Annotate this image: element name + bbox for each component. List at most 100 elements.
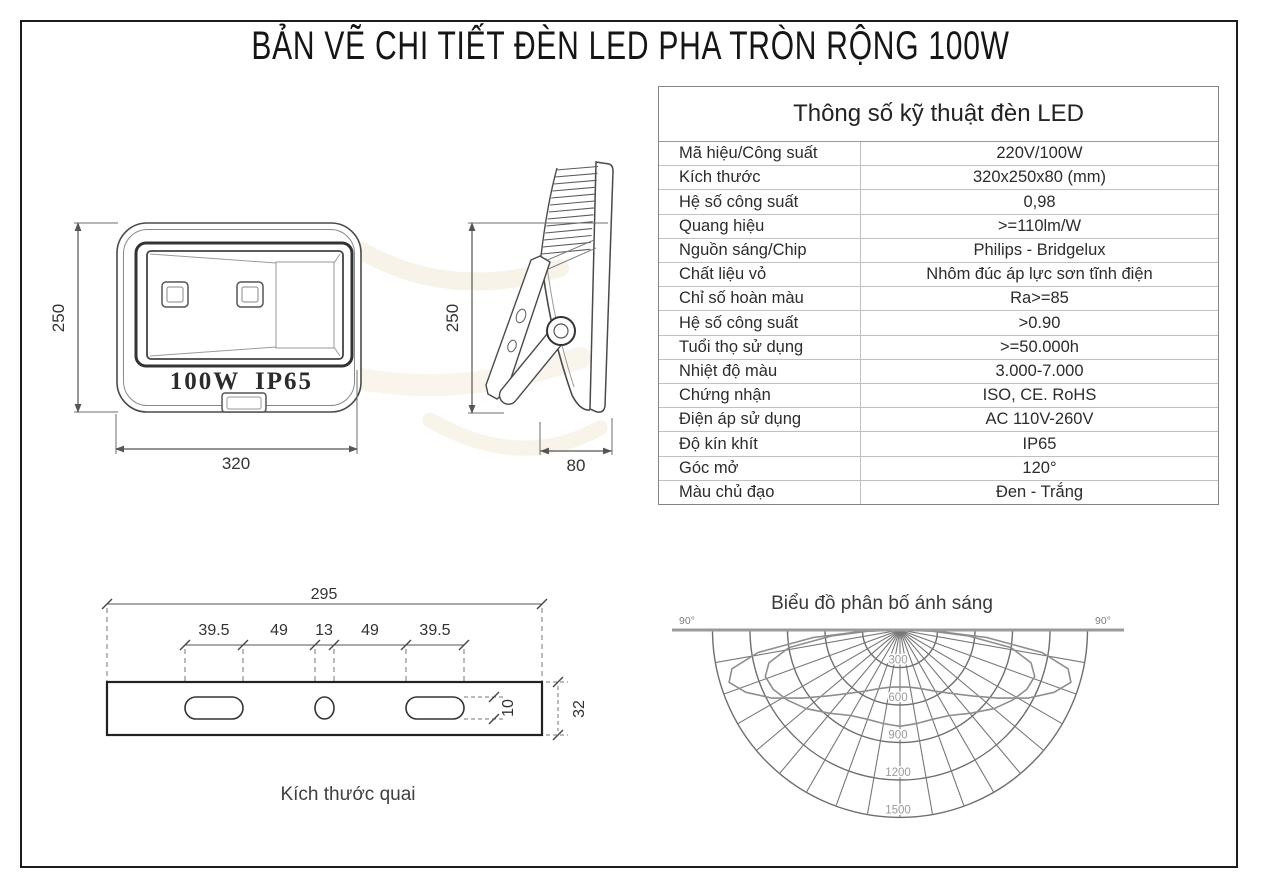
spec-row: Màu chủ đạo Đen - Trắng <box>659 480 1218 505</box>
polar-radial <box>715 629 901 664</box>
arrow-left <box>115 445 124 453</box>
polar-radial <box>899 629 1044 751</box>
page-title: BẢN VẼ CHI TIẾT ĐÈN LED PHA TRÒN RỘNG 10… <box>251 24 1011 68</box>
pivot-knob <box>546 316 576 346</box>
spec-label: Kích thước <box>679 168 761 187</box>
spec-value: >0.90 <box>860 311 1218 335</box>
side-depth-dimension <box>539 418 613 455</box>
polar-grid-and-curves <box>711 629 1089 819</box>
fin-edge <box>540 167 558 257</box>
polar-radial <box>899 629 1085 664</box>
spec-row: Tuổi thọ sử dụng>=50.000h <box>659 335 1218 360</box>
front-bottom-tab <box>221 392 267 413</box>
spec-value: AC 110V-260V <box>860 408 1218 432</box>
polar-chart-title: Biểu đồ phân bố ánh sáng <box>771 593 993 614</box>
arrow-right <box>603 447 612 455</box>
polar-radial <box>899 629 1063 725</box>
spec-row: Kích thước 320x250x80 (mm) <box>659 166 1218 191</box>
spec-row: Hệ số công suất >0.90 <box>659 311 1218 336</box>
spec-label: Điện áp sử dụng <box>679 410 802 429</box>
spec-value: 0,98 <box>860 190 1218 214</box>
segment-dim-label: 49 <box>270 622 288 639</box>
arrow-right <box>349 445 358 453</box>
polar-radial <box>899 629 1077 695</box>
side-view-drawing: 250 80 <box>443 161 614 475</box>
front-view-drawing: 100W IP65 250 320 <box>49 222 362 473</box>
ip-marking: IP65 <box>255 368 313 395</box>
bar-dim-dashed <box>546 681 568 736</box>
arrow-up <box>468 222 476 231</box>
spec-label: Hệ số công suất <box>679 313 799 332</box>
led-chip-left <box>161 281 189 308</box>
polar-radial <box>805 629 901 793</box>
bracket-drawing: 295 39.5 49 13 49 39.5 10 32 Kích thước <box>101 586 588 805</box>
spec-table-body: Mã hiệu/Công suất 220V/100W Kích thước 320x… <box>659 142 1218 505</box>
slot-left <box>184 696 244 720</box>
spec-value: 220V/100W <box>860 142 1218 166</box>
ring-label: 600 <box>888 692 907 704</box>
spec-label: Hệ số công suất <box>679 192 799 211</box>
spec-value: Nhôm đúc áp lực sơn tĩnh điện <box>860 263 1218 287</box>
spec-row: Chứng nhận ISO, CE. RoHS <box>659 384 1218 409</box>
spec-row: Điện áp sử dụng AC 110V-260V <box>659 408 1218 433</box>
polar-radial <box>899 629 934 815</box>
side-back-plate <box>589 161 614 413</box>
polar-radial <box>899 629 995 793</box>
power-marking: 100W <box>170 368 241 395</box>
polar-radial <box>756 629 901 751</box>
front-height-dimension <box>74 222 118 413</box>
spec-label: Độ kín khít <box>679 434 758 453</box>
polar-radial <box>899 629 1021 774</box>
spec-row: Độ kín khít IP65 <box>659 432 1218 457</box>
ring-label: 1200 <box>885 767 911 779</box>
side-height-dimension <box>468 222 608 414</box>
front-width-label: 320 <box>222 454 250 473</box>
spec-label: Mã hiệu/Công suất <box>679 144 818 163</box>
arrow-left <box>540 447 549 455</box>
spec-value: 120° <box>860 456 1218 480</box>
ring-label: 300 <box>888 655 907 667</box>
side-grooves <box>542 239 597 271</box>
light-distribution-chart: Biểu đồ phân bố ánh sáng 90° 90° 3006009… <box>672 593 1124 819</box>
polar-radial <box>866 629 901 815</box>
spec-label: Nguồn sáng/Chip <box>679 240 807 259</box>
spec-row: Mã hiệu/Công suất 220V/100W <box>659 142 1218 167</box>
spec-row: Quang hiệu>=110lm/W <box>659 214 1218 239</box>
spec-label: Chứng nhận <box>679 386 771 405</box>
dim-ticks <box>101 598 548 610</box>
spec-value: ISO, CE. RoHS <box>860 384 1218 408</box>
slot-right <box>405 696 465 720</box>
polar-radial <box>723 629 901 695</box>
spec-value: IP65 <box>860 432 1218 456</box>
spec-value: Đen - Trắng <box>860 480 1218 505</box>
reflector-perspective <box>149 253 341 357</box>
arrow-down <box>74 404 82 413</box>
slot-dim-ticks <box>488 691 500 725</box>
polar-radial <box>835 629 901 807</box>
left-90deg-label: 90° <box>679 615 695 627</box>
led-chip-right <box>236 281 264 308</box>
spec-label: Tuổi thọ sử dụng <box>679 337 804 356</box>
overall-dim-label: 295 <box>311 586 338 603</box>
slot-dim-dashed <box>464 696 506 720</box>
spec-label: Chất liệu vỏ <box>679 265 767 284</box>
spec-label: Nhiệt độ màu <box>679 361 778 380</box>
arrow-up <box>74 222 82 231</box>
segment-ticks <box>179 639 470 651</box>
polar-radial <box>899 629 965 807</box>
bar-dim-ticks <box>552 676 564 741</box>
spec-value: Philips - Bridgelux <box>860 238 1218 263</box>
segment-dim-label: 13 <box>315 622 333 639</box>
side-depth-label: 80 <box>567 456 586 475</box>
spec-table: Thông số kỹ thuật đèn LED Mã hiệu/Công s… <box>658 86 1219 505</box>
segment-dim-label: 49 <box>361 622 379 639</box>
bracket-hole <box>515 308 527 324</box>
wide-beam-curve <box>728 629 1072 699</box>
spec-label: Màu chủ đạo <box>679 482 775 501</box>
spec-value: 320x250x80 (mm) <box>860 166 1218 190</box>
extension-dashed <box>106 608 543 681</box>
